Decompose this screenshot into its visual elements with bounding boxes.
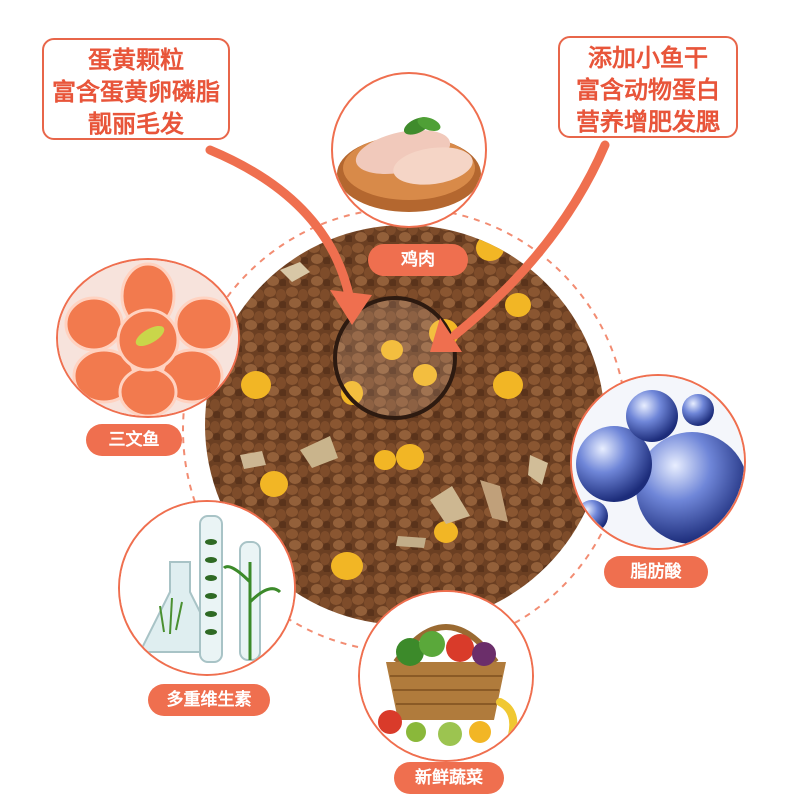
callout-dried-fish-line-2: 富含动物蛋白 [576,76,720,104]
label-fatty-acid: 脂肪酸 [604,556,708,588]
label-vitamins: 多重维生素 [148,684,270,716]
vegetable-basket-icon [360,592,532,760]
callout-egg-yolk-line-1: 蛋黄颗粒 [88,46,184,74]
salmon-image [56,258,240,418]
vegetables-image [358,590,534,762]
callout-egg-yolk-line-3: 靓丽毛发 [88,110,184,138]
lab-glassware-icon [120,502,294,674]
chicken-breast-icon [337,117,481,212]
callout-egg-yolk: 蛋黄颗粒 富含蛋黄卵磷脂 靓丽毛发 [42,38,230,140]
salmon-sashimi-icon [58,260,238,416]
label-chicken: 鸡肉 [368,244,468,276]
label-vegetables: 新鲜蔬菜 [394,762,504,794]
callout-egg-yolk-line-2: 富含蛋黄卵磷脂 [52,78,220,106]
chicken-image [331,72,487,228]
callout-dried-fish: 添加小鱼干 富含动物蛋白 营养增肥发腮 [558,36,738,138]
vitamins-image [118,500,296,676]
callout-dried-fish-line-1: 添加小鱼干 [588,44,708,72]
molecule-icon [572,376,744,548]
label-salmon: 三文鱼 [86,424,182,456]
fatty-acid-image [570,374,746,550]
callout-dried-fish-line-3: 营养增肥发腮 [576,108,720,136]
